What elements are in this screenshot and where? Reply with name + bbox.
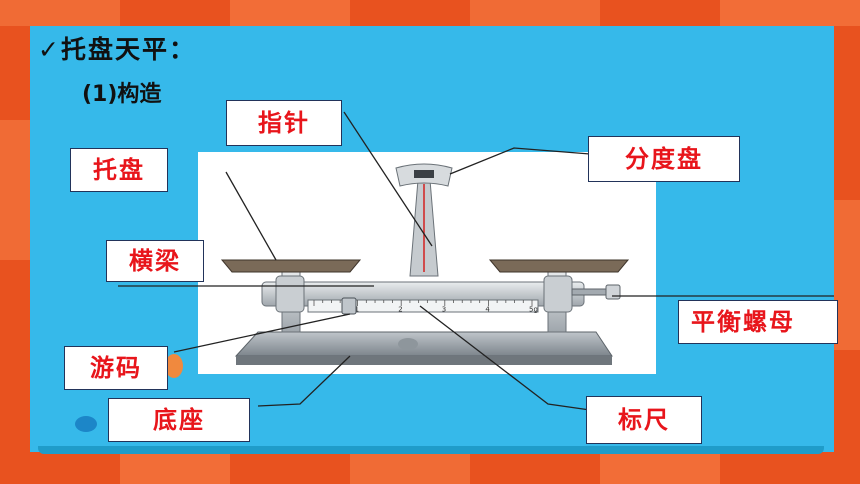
label-pointer: 指针 [226,100,342,146]
right-tray [488,259,630,273]
frame-tile [0,120,30,260]
ruler-number: 1 [355,306,359,314]
leader-lines [118,111,834,411]
label-balance-nut: 平衡螺母 [678,300,838,344]
frame-tile [0,0,120,26]
slide-subtitle: (1)构造 [82,82,162,107]
rider-block [341,297,357,315]
dial-window [414,170,434,178]
ruler-number: 5g [529,306,538,314]
frame-tile [470,0,600,26]
balance-base [234,331,613,357]
label-scale: 标尺 [586,396,702,444]
label-base: 底座 [108,398,250,442]
ruler-number: 4 [485,306,490,314]
balance-nut-knob [605,284,621,300]
frame-tile [230,0,350,26]
leader-scale [419,305,591,411]
label-beam: 横梁 [106,240,204,282]
frame-tile [350,454,470,484]
slide-bottom-edge [38,446,824,454]
slide-title: ✓托盘天平： [38,35,196,64]
ruler-numbers: 1 2 3 4 5g [355,306,538,314]
leader-base [257,355,351,407]
ruler-number: 3 [442,306,446,314]
balance-base-front [236,356,612,365]
scale-ruler [307,299,539,313]
decor-blob-blue [75,416,97,432]
leader-rider [173,313,351,353]
leader-dial [449,147,591,175]
label-rider: 游码 [64,346,168,390]
label-tray: 托盘 [70,148,168,192]
label-dial: 分度盘 [588,136,740,182]
frame-tile [720,0,860,26]
base-logo-mark [398,338,418,350]
left-tray [220,259,362,273]
left-beam-knob [275,275,305,313]
leader-tray [225,171,277,261]
right-beam-knob [543,275,573,313]
leader-pointer [343,111,433,247]
frame-tile [834,200,860,350]
frame-tile [600,454,720,484]
ruler-number: 2 [398,306,402,314]
frame-tile [120,454,230,484]
decor-blob-orange [165,354,183,378]
